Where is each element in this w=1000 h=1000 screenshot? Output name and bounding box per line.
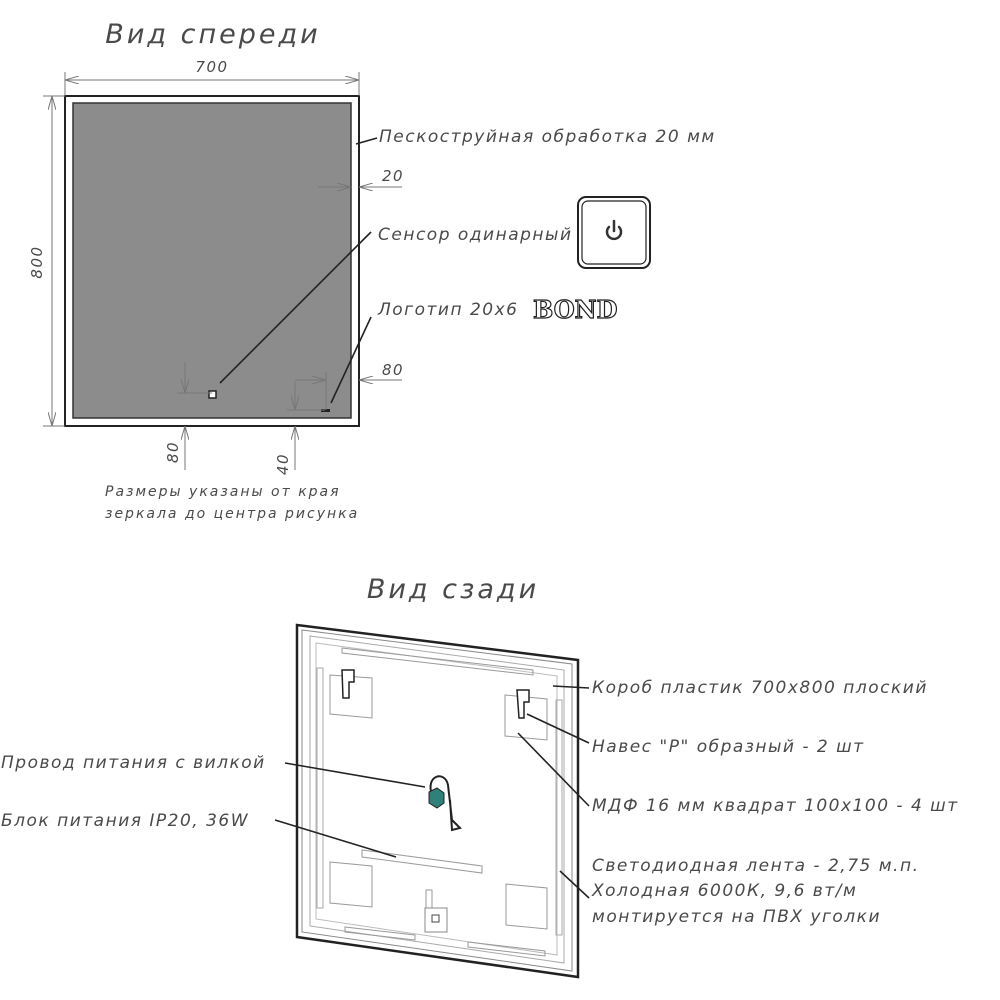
label-mdf: МДФ 16 мм квадрат 100х100 - 4 шт <box>592 796 959 816</box>
led-strip-right <box>555 699 563 936</box>
label-sensor: Сенсор одинарный <box>378 225 573 245</box>
label-box: Короб пластик 700х800 плоский <box>592 678 928 698</box>
dim-border-label: 20 <box>382 167 404 185</box>
dimension-logo-right: 80 <box>295 361 404 410</box>
p-hanger <box>516 689 530 719</box>
label-led-1: Светодиодная лента - 2,75 м.п. <box>592 856 919 876</box>
power-button-icon <box>577 196 651 269</box>
label-sandblast: Пескоструйная обработка 20 мм <box>379 127 716 147</box>
dim-width-label: 700 <box>195 58 228 76</box>
dim-height-label: 800 <box>28 245 46 278</box>
mirror-front <box>64 95 360 427</box>
mdf-square <box>329 674 373 719</box>
label-cable: Провод питания с вилкой <box>1 753 266 773</box>
label-logo: Логотип 20х6 <box>377 300 519 320</box>
pvc-corner <box>344 926 416 941</box>
dim-logo-right-label: 80 <box>382 361 404 379</box>
label-led-3: монтируется на ПВХ уголки <box>592 907 881 927</box>
mirror-back <box>295 623 580 979</box>
led-strip-left <box>316 667 324 909</box>
mdf-square <box>504 694 548 741</box>
note-line-1: Размеры указаны от края <box>105 484 341 500</box>
label-led-2: Холодная 6000К, 9,6 вт/м <box>591 881 857 901</box>
note-line-2: зеркала до центра рисунка <box>105 506 359 522</box>
back-view-title: Вид сзади <box>367 574 539 605</box>
dim-sensor-bottom-label: 80 <box>164 441 182 463</box>
dim-logo-bottom-label: 40 <box>274 453 292 475</box>
junction-box <box>424 889 448 933</box>
power-plug <box>428 787 445 809</box>
label-psu: Блок питания IP20, 36W <box>1 811 249 831</box>
dimension-height: 800 <box>28 95 65 427</box>
leader-sensor <box>219 231 372 384</box>
leader-logo <box>330 316 372 404</box>
mirror-surface <box>72 102 352 419</box>
back-leaders <box>274 685 590 899</box>
leader-sandblast <box>355 137 378 145</box>
front-view-title: Вид спереди <box>105 19 320 50</box>
dimension-border: 20 <box>318 167 404 187</box>
pvc-corner <box>467 941 546 957</box>
p-hanger <box>341 669 355 699</box>
bond-logo: BOND <box>533 295 617 324</box>
sensor-marker <box>208 390 217 399</box>
label-hanger: Навес "Р" образный - 2 шт <box>592 737 865 757</box>
power-cable <box>429 775 462 832</box>
led-strip-top <box>341 647 534 676</box>
mdf-square <box>329 861 373 908</box>
dimension-width: 700 <box>64 58 360 96</box>
mdf-square <box>505 883 548 930</box>
logo-marker <box>321 409 330 412</box>
dimension-sensor-bottom: 80 <box>164 362 212 470</box>
dimension-logo-bottom: 40 <box>274 382 325 475</box>
